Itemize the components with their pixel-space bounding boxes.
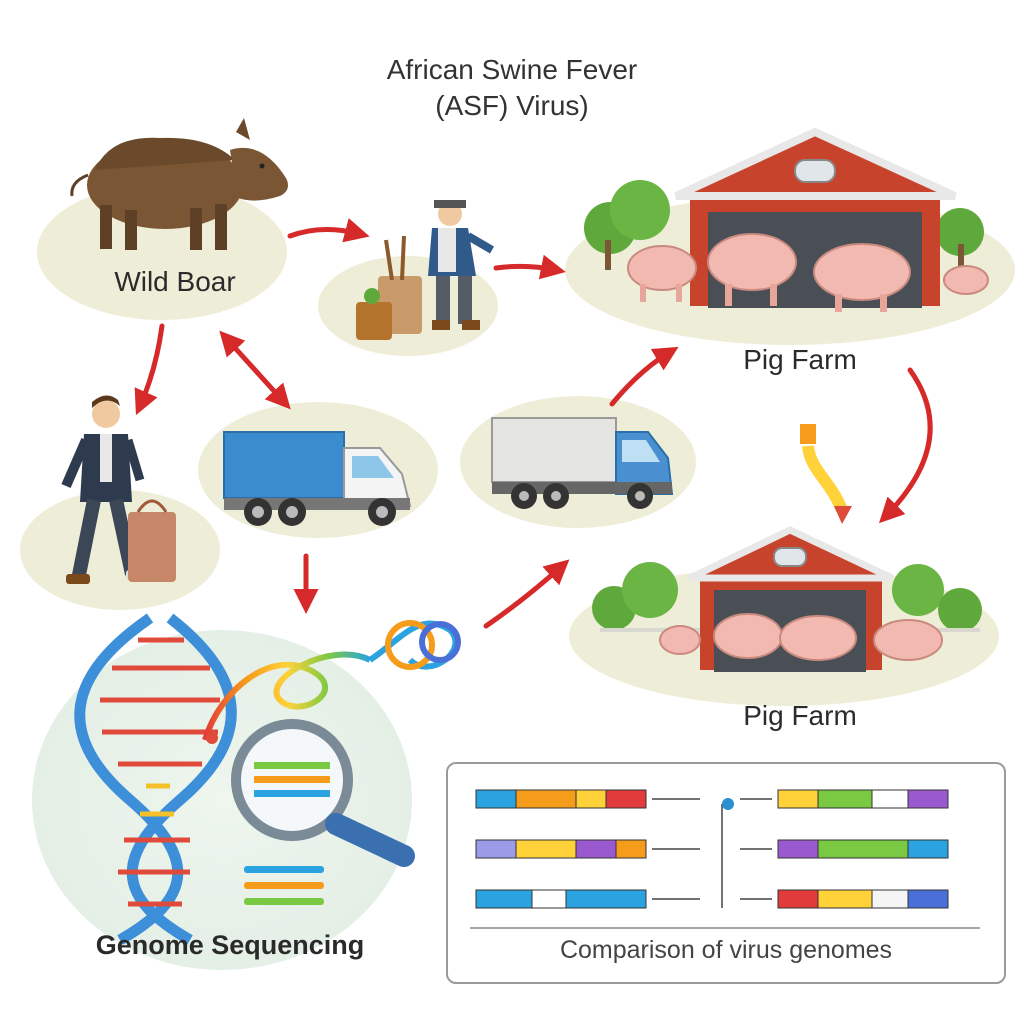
genome-row-left-2 [475,839,647,859]
farmer-icon [356,200,495,340]
genome-links [470,798,980,929]
arrow-boar-to-farmer [287,218,370,243]
label-comparison: Comparison of virus genomes [559,936,893,964]
arrow-genome-to-farm [483,559,570,629]
label-pig-farm-top: Pig Farm [743,344,857,375]
genome-row-right-3 [777,889,949,909]
label-pig-farm-bottom: Pig Farm [743,700,857,731]
genome-strand-icon [202,620,461,744]
diagram-title: African Swine Fever (ASF) Virus) [312,52,712,124]
title-line-2: (ASF) Virus) [435,90,589,121]
wild-boar-icon [70,118,288,250]
blue-truck-icon [223,431,412,526]
title-line-1: African Swine Fever [386,54,638,85]
traveler-icon [61,395,176,584]
dna-helix-icon [74,613,237,945]
genome-comparison-chart [470,789,980,929]
tree-node-icon [722,798,734,810]
arrow-truck-to-farm [609,346,679,407]
marker-icon [800,424,852,524]
comparison-panel [446,762,1006,984]
magnifier-icon [231,719,415,867]
label-wild-boar: Wild Boar [114,266,236,297]
pig-farm-top-icon [584,127,989,312]
arrow-farmer-to-farm [493,254,566,280]
sequence-reads-icon [244,866,324,905]
genome-row-right-2 [777,839,949,859]
transmission-arrows [134,218,933,629]
pig-farm-bottom-icon [592,526,982,672]
genome-row-left-1 [475,789,647,809]
arrow-farm-to-farm [879,367,933,524]
white-truck-icon [491,417,674,509]
arrow-boar-truck [219,330,291,410]
arrow-boar-to-traveler [134,323,165,416]
genome-row-right-1 [777,789,949,809]
genome-row-left-3 [475,889,647,909]
label-genome-sequencing: Genome Sequencing [95,930,365,960]
